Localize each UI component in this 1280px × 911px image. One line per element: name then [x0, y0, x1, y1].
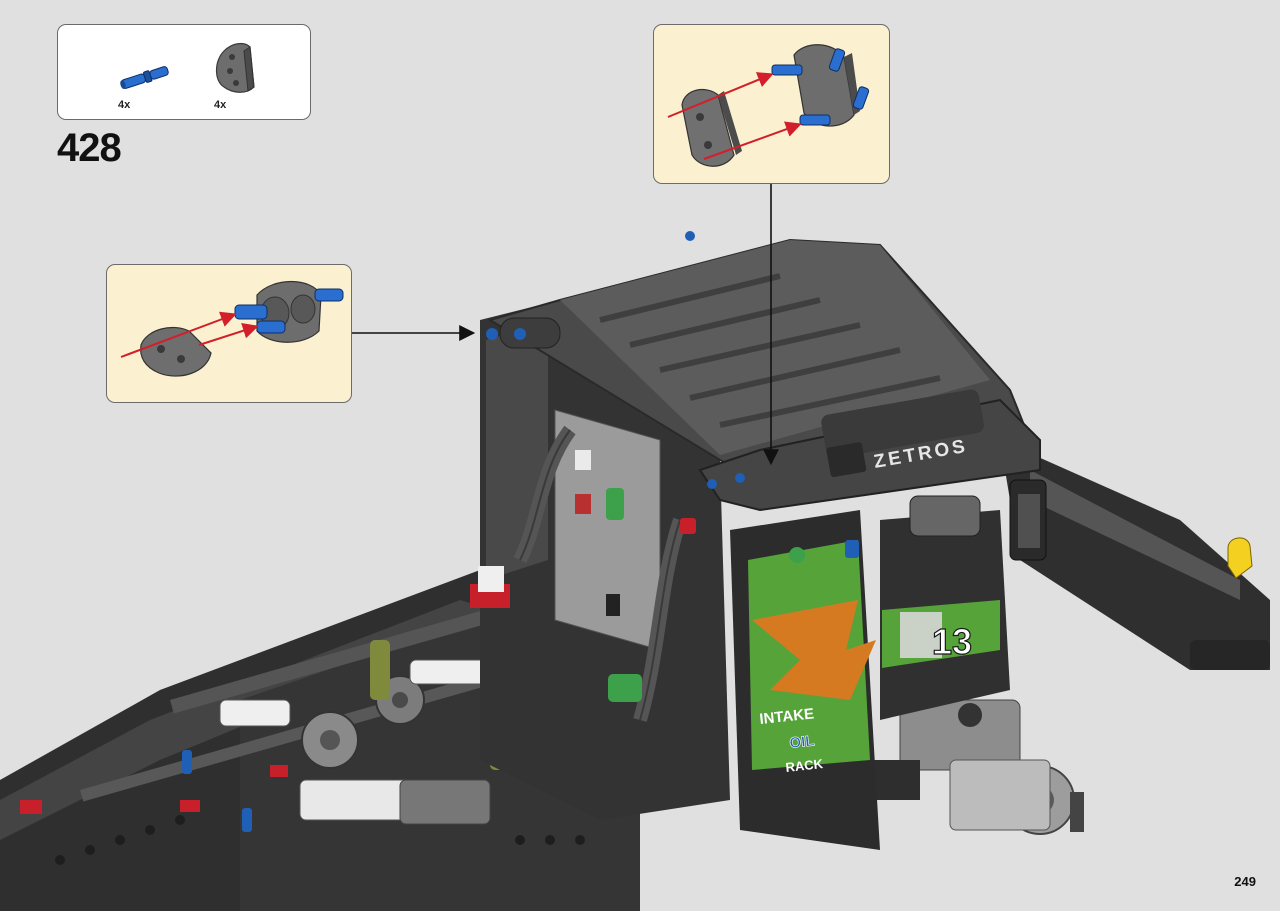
- rack-decal: RACK: [785, 756, 825, 775]
- callout-right-illustration: [667, 44, 870, 167]
- callout-right: [653, 24, 890, 184]
- callout-left: [106, 264, 352, 403]
- race-number-decal: 13: [932, 621, 972, 662]
- page-number: 249: [1234, 874, 1256, 889]
- beam-quantity: 4x: [214, 99, 227, 111]
- blue-pin-icon: [120, 66, 169, 89]
- intake-decal: INTAKE: [759, 705, 815, 728]
- blue-pin-icon: [771, 48, 870, 126]
- blue-pin-icon: [234, 288, 344, 334]
- grey-curved-beam-icon: [215, 42, 255, 93]
- parts-list: 4x 4x: [57, 24, 311, 120]
- pin-quantity: 4x: [118, 99, 131, 111]
- step-number: 428: [57, 126, 122, 170]
- oil-decal: OIL: [789, 732, 816, 752]
- truck-cab: [470, 231, 1047, 850]
- callout-left-illustration: [120, 280, 344, 377]
